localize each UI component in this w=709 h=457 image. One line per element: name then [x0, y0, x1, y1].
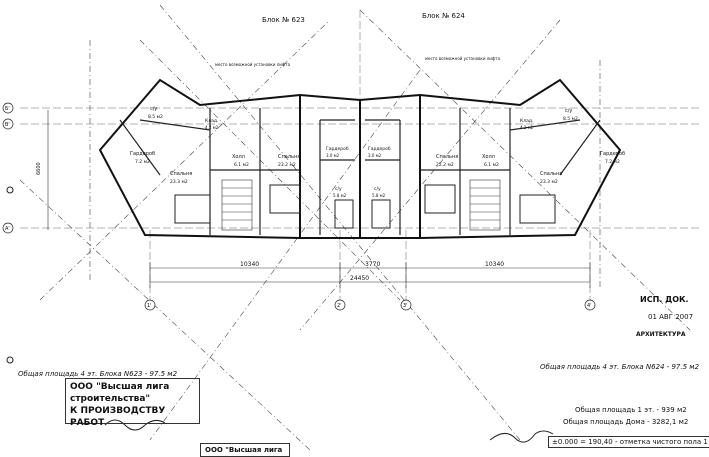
room-area: 5.8 м2 [372, 193, 386, 198]
company-line1: ООО "Высшая лига [70, 382, 170, 392]
room-name: с/у [335, 186, 342, 192]
room-area: 23.3 м2 [540, 179, 558, 185]
room-area: 7.2 м2 [135, 159, 150, 165]
room-area: 8.5 м2 [148, 114, 163, 120]
room-area: 22.2 м2 [436, 162, 454, 168]
axis-markers: Б' В' А' 1' 2' 3' 4' [2, 102, 596, 311]
horizontal-axes [20, 107, 700, 229]
lift-note-right: место возможной установки лифта [425, 56, 501, 61]
binding-marks [6, 186, 14, 364]
block-right-title: Блок № 624 [422, 12, 465, 20]
room-area: 3.0 м2 [368, 153, 382, 158]
dimension-d1: 10340 [240, 261, 259, 268]
room-name: Гардероб [326, 146, 349, 152]
interior-walls [119, 108, 601, 235]
room-name: Гардероб [600, 151, 625, 157]
room-name: Гардероб [368, 146, 391, 152]
room-name: Спальня [170, 171, 192, 177]
room-name: с/у [374, 186, 381, 192]
axis-number: 2' [337, 303, 342, 309]
room-name: Клад. [205, 118, 218, 124]
dimension-total: 24450 [350, 275, 369, 282]
room-name: Клад. [520, 118, 533, 124]
room-area: 8.5 м2 [563, 116, 578, 122]
area-left-note: Общая площадь 4 эт. Блока N623 - 97.5 м2 [18, 370, 178, 378]
axis-letter: А' [5, 226, 10, 232]
dimension-side: 6600 [36, 162, 42, 175]
stamp-line1: ИСП. ДОК. [640, 295, 689, 304]
company-line2: строительства" [70, 394, 151, 404]
room-name: Спальня [436, 154, 458, 160]
room-area: 3.0 м2 [326, 153, 340, 158]
room-area: 4.2 м2 [520, 125, 534, 130]
lift-note-left: место возможной установки лифта [215, 62, 291, 67]
room-name: Холл [232, 154, 245, 160]
furniture [174, 184, 556, 229]
room-name: с/у [150, 106, 157, 112]
stamp-line2: 01 АВГ 2007 [648, 313, 694, 321]
axis-letter: В' [5, 122, 10, 128]
room-name: Спальня [278, 154, 300, 160]
signature-mark [104, 419, 554, 443]
room-area: 4.2 м2 [205, 125, 219, 130]
room-area: 5.8 м2 [333, 193, 347, 198]
total-house: Общая площадь Дома - 3282,1 м2 [563, 418, 689, 426]
axis-number: 1' [147, 303, 152, 309]
room-name: Холл [482, 154, 495, 160]
room-name: с/у [565, 108, 572, 114]
company-stamp: ООО "Высшая лига строительства" К ПРОИЗВ… [65, 378, 200, 428]
stairs [221, 179, 501, 231]
room-area: 6.1 м2 [484, 162, 499, 168]
dimension-lines [47, 110, 591, 288]
level-mark: ±0.000 = 190,40 - отметка чистого пола 1… [548, 436, 709, 448]
axis-number: 4' [587, 303, 592, 309]
stamp-line3: АРХИТЕКТУРА [636, 331, 686, 338]
room-area: 23.2 м2 [278, 162, 296, 168]
company-line3: К ПРОИЗВОДСТВУ РАБОТ [70, 406, 166, 428]
axis-number: 3' [403, 303, 408, 309]
room-name: Гардероб [130, 151, 155, 157]
room-area: 7.2 м2 [605, 159, 620, 165]
area-right-note: Общая площадь 4 эт. Блока N624 - 97.5 м2 [540, 363, 700, 371]
building-outline [98, 78, 622, 239]
room-area: 6.1 м2 [234, 162, 249, 168]
total-floor1: Общая площадь 1 эт. - 939 м2 [575, 406, 687, 414]
axis-letter: Б' [5, 106, 10, 112]
room-area: 23.3 м2 [170, 179, 188, 185]
dimension-d3: 10340 [485, 261, 504, 268]
dimension-d2: 3770 [365, 261, 380, 268]
room-name: Спальня [540, 171, 562, 177]
block-left-title: Блок № 623 [262, 16, 305, 24]
